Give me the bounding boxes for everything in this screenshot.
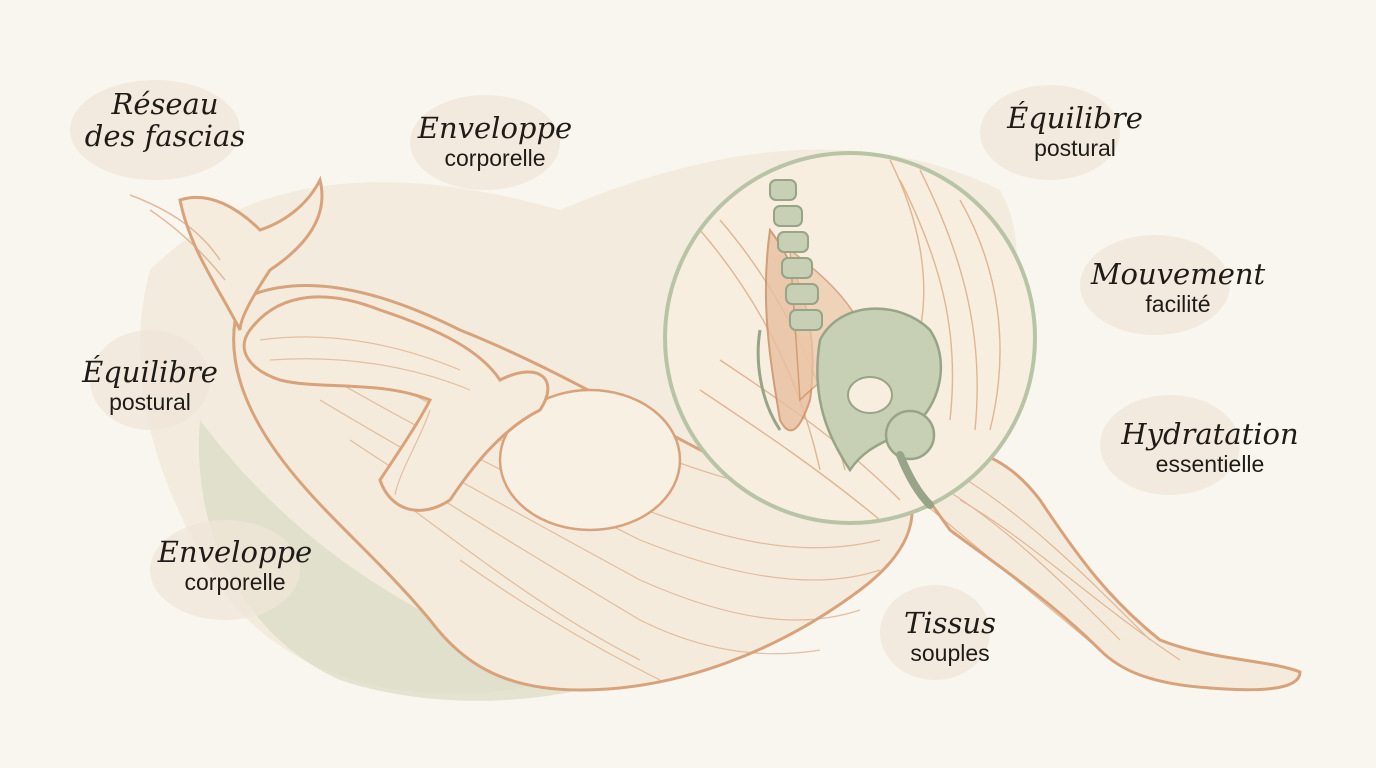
label-subtitle: essentielle [1155,451,1265,478]
label-mouvement-facilite: Mouvement facilité [1068,258,1288,318]
fascia-strands [129,194,226,281]
green-shadow [198,420,700,701]
magnifier-lens-icon [663,151,1037,525]
label-subtitle: facilité [1145,291,1211,318]
chest-volume [498,388,682,532]
label-equilibre-postural-left: Équilibre postural [60,356,240,416]
label-title: Hydratation [1121,417,1299,451]
neck [178,175,324,331]
label-bubble [90,330,210,430]
label-title: Équilibre [1007,101,1143,135]
label-title: Réseau [111,87,219,121]
label-title: Équilibre [82,355,218,389]
spine-icon [769,179,823,331]
arm [242,295,550,512]
label-subtitle: corporelle [184,569,286,596]
leg-fibers [919,469,1181,661]
label-title: Mouvement [1090,257,1266,291]
label-title: Tissus [904,606,996,640]
label-enveloppe-corporelle-top: Enveloppe corporelle [400,112,590,172]
label-title: Enveloppe [157,535,313,569]
label-subtitle: des fascias [84,119,246,154]
label-subtitle: souples [910,640,990,667]
label-equilibre-postural-top: Équilibre postural [985,102,1165,162]
label-bubble [880,585,990,680]
leg [897,446,1302,692]
label-subtitle: postural [1034,135,1116,162]
label-subtitle: postural [109,389,191,416]
label-bubble [1080,235,1230,335]
label-hydratation-essentielle: Hydratation essentielle [1100,418,1320,478]
label-bubble [70,80,240,180]
pelvis-icon [756,307,943,509]
label-bubble [150,520,300,620]
label-subtitle: corporelle [444,145,546,172]
label-enveloppe-corporelle-bottom: Enveloppe corporelle [140,536,330,596]
label-title: Enveloppe [417,111,573,145]
label-bubble [410,95,560,190]
label-bubble [980,85,1120,180]
label-tissus-souples: Tissus souples [880,607,1020,667]
label-reseau-des-fascias: Réseau des fascias [60,88,270,153]
label-bubble [1100,395,1240,495]
arm-fibers [259,336,471,496]
